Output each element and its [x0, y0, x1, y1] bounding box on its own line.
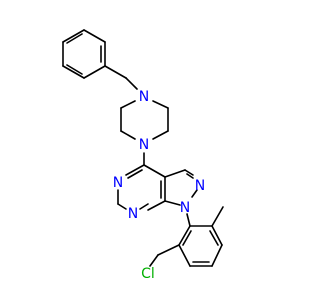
bond — [120, 130, 136, 140]
bonds-group — [62, 29, 224, 267]
chlorine-label: Cl — [141, 266, 155, 282]
bond — [184, 169, 194, 176]
bond — [66, 64, 83, 75]
bond — [209, 230, 219, 246]
bond — [182, 230, 192, 246]
pyrimidine-n-left-label: N — [113, 175, 123, 191]
bond — [62, 29, 85, 43]
bond — [147, 200, 166, 211]
bond — [164, 200, 181, 206]
bond — [178, 244, 191, 267]
bond — [143, 164, 166, 178]
bond — [120, 100, 136, 109]
bond — [83, 29, 106, 43]
molecule-structure-diagram: N N N N N N Cl — [62, 29, 224, 282]
bond — [66, 33, 83, 44]
bond — [211, 206, 224, 227]
bond — [211, 225, 223, 246]
bond — [152, 130, 169, 140]
piperazine-n-bottom-label: N — [139, 137, 149, 153]
pyrazole-n2-label: N — [195, 178, 205, 194]
bond — [149, 254, 159, 267]
bond — [127, 169, 143, 179]
bond — [186, 173, 194, 179]
bond — [211, 244, 223, 267]
piperazine-n-top-label: N — [139, 89, 149, 105]
pyrazole-n1-label: N — [180, 200, 190, 216]
bond — [157, 244, 180, 256]
bond — [83, 65, 106, 79]
bond — [125, 77, 138, 90]
bond — [186, 213, 191, 227]
bond — [117, 203, 127, 210]
bond — [139, 203, 149, 210]
bond — [164, 169, 186, 178]
bond — [191, 189, 198, 198]
bond — [152, 100, 169, 109]
bond — [178, 225, 191, 246]
bond — [62, 65, 85, 79]
bond — [104, 65, 127, 79]
pyrimidine-n-bottom-label: N — [128, 206, 138, 222]
bond — [125, 164, 145, 176]
structure-canvas: N N N N N N Cl — [62, 29, 224, 282]
atom-labels-group: N N N N N N Cl — [113, 89, 205, 282]
